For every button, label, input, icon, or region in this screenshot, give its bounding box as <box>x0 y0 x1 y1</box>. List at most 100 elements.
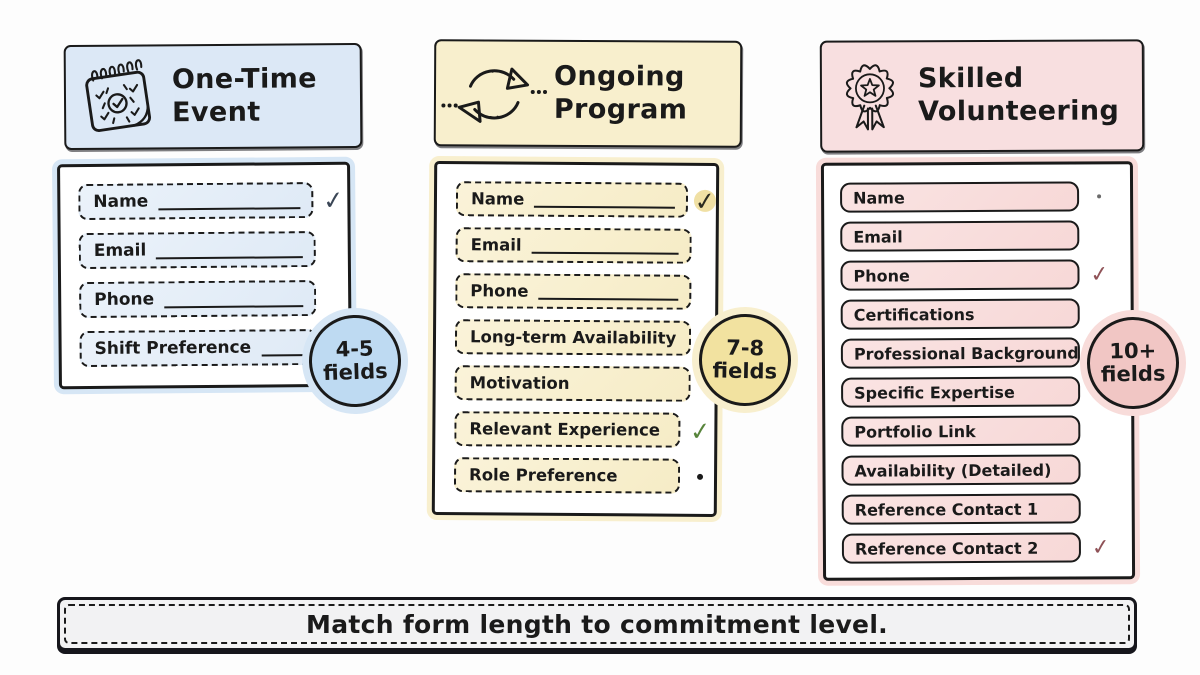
field-long-term-availability: Long-term Availability <box>454 319 692 356</box>
field-label: Specific Expertise <box>854 382 1015 403</box>
field-row: Motivation <box>454 365 715 402</box>
badge-line: fields <box>322 358 389 386</box>
check-icon: ✓ <box>1090 533 1112 561</box>
calendar-icon <box>74 52 165 143</box>
field-underline <box>156 256 303 260</box>
field-certifications: Certifications <box>840 298 1080 330</box>
field-label: Phone <box>470 281 529 301</box>
field-label: Reference Contact 1 <box>854 499 1039 520</box>
field-reference-contact-1: Reference Contact 1 <box>841 493 1081 525</box>
dot-icon <box>686 462 714 490</box>
header-title-line: Skilled <box>917 62 1024 95</box>
field-row: Phone <box>455 273 715 310</box>
field-name: Name <box>455 181 689 218</box>
field-label: Name <box>853 187 905 208</box>
field-phone: Phone <box>840 259 1080 291</box>
field-name: Name <box>840 181 1080 213</box>
field-underline <box>261 354 318 357</box>
field-label: Availability (Detailed) <box>854 460 1052 481</box>
field-row: Email <box>840 220 1130 252</box>
field-relevant-experience: Relevant Experience <box>454 411 681 448</box>
dot-icon <box>1085 182 1113 210</box>
field-specific-expertise: Specific Expertise <box>841 376 1081 408</box>
field-phone: Phone <box>455 273 692 310</box>
field-email: Email <box>840 220 1080 252</box>
field-label: Email <box>93 240 147 261</box>
field-row: Certifications <box>840 298 1131 330</box>
check-icon: ✓ <box>692 184 717 216</box>
field-role-preference: Role Preference <box>453 457 681 494</box>
field-row: Relevant Experience ✓ <box>454 411 714 448</box>
field-row: Email <box>455 227 716 264</box>
field-label: Reference Contact 2 <box>854 538 1039 559</box>
header-title-line: Event <box>172 96 261 128</box>
field-row: Long-term Availability <box>454 319 715 356</box>
field-underline <box>538 297 679 301</box>
header-title-line: Program <box>553 93 688 126</box>
field-row: Name <box>840 181 1130 213</box>
field-phone: Phone <box>79 280 317 319</box>
field-row: Role Preference <box>453 457 714 494</box>
badge-line: 4-5 <box>335 336 374 362</box>
field-label: Phone <box>94 289 155 310</box>
header-title-line: Ongoing <box>554 60 685 93</box>
field-count-badge: 10+fields <box>1086 316 1180 410</box>
badge-line: fields <box>1100 361 1166 387</box>
field-reference-contact-2: Reference Contact 2 <box>841 532 1082 564</box>
field-availability-detailed: Availability (Detailed) <box>841 454 1081 486</box>
badge-line: 7-8 <box>726 335 765 361</box>
field-row: Professional Background <box>840 337 1131 369</box>
field-shift-preference: Shift Preference <box>79 329 318 368</box>
field-label: Name <box>93 191 149 212</box>
badge-line: fields <box>712 358 778 384</box>
field-name: Name <box>78 182 314 221</box>
field-row: Availability (Detailed) <box>841 454 1131 486</box>
check-icon: ✓ <box>688 414 713 446</box>
field-underline <box>158 207 301 211</box>
field-underline <box>534 205 675 209</box>
banner-text: Match form length to commitment level. <box>306 609 888 639</box>
banner-dashed-border: Match form length to commitment level. <box>64 604 1130 644</box>
field-row: Shift Preference <box>79 329 348 368</box>
field-label: Motivation <box>469 373 570 393</box>
dot-shape <box>697 473 704 480</box>
field-row: Phone <box>79 280 348 319</box>
field-label: Long-term Availability <box>469 327 677 348</box>
badge-line: 10+ <box>1109 338 1157 364</box>
field-label: Email <box>470 235 522 255</box>
field-label: Shift Preference <box>94 337 252 359</box>
field-motivation: Motivation <box>454 365 691 402</box>
field-label: Relevant Experience <box>469 419 661 440</box>
field-label: Name <box>470 189 525 209</box>
field-email: Email <box>455 227 692 264</box>
field-label: Email <box>853 226 903 247</box>
field-row: Portfolio Link <box>841 415 1131 447</box>
field-row: Email <box>78 231 348 270</box>
cycle-arrows-icon <box>440 51 552 136</box>
check-icon: ✓ <box>1088 260 1111 288</box>
award-ribbon-icon <box>834 48 906 145</box>
field-underline <box>531 251 679 255</box>
field-email: Email <box>78 231 316 270</box>
field-row: Reference Contact 2 ✓ <box>841 532 1132 564</box>
field-row: Phone ✓ <box>840 259 1130 291</box>
check-icon: ✓ <box>321 184 346 216</box>
summary-banner: Match form length to commitment level. <box>57 597 1137 651</box>
field-label: Role Preference <box>468 465 618 486</box>
field-row: Name ✓ <box>455 181 717 218</box>
